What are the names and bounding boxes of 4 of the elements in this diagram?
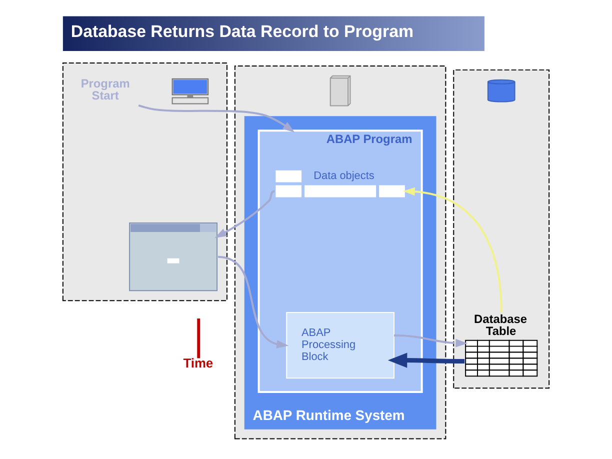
node-text: Program Start — [80, 76, 130, 102]
node-label: Database Table — [474, 312, 527, 338]
label: Time — [183, 356, 214, 371]
diagram-title: Database Returns Data Record to Program — [70, 22, 414, 42]
